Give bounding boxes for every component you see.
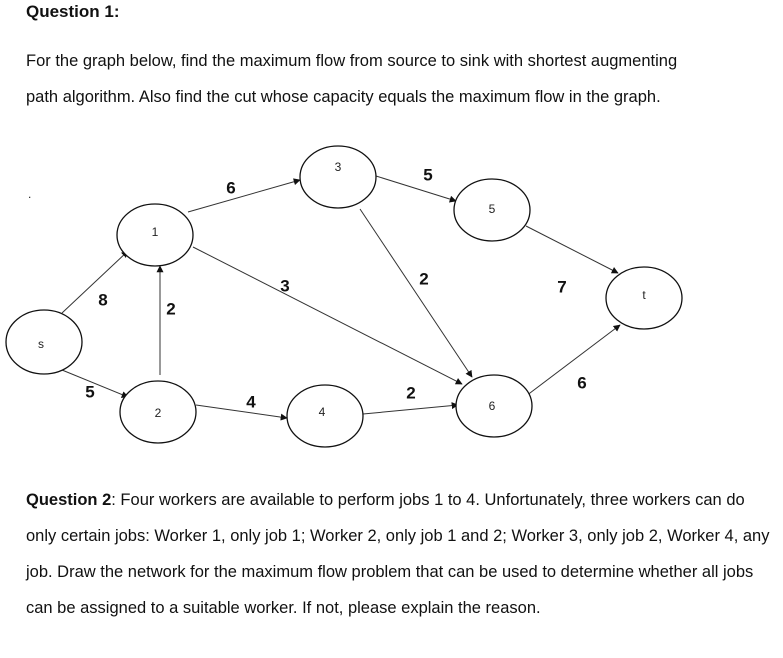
capacity-1-6: 3 <box>280 277 289 296</box>
edge-5-t <box>525 225 619 274</box>
edge-3-6 <box>359 208 473 378</box>
node-5-label: 5 <box>489 202 496 216</box>
stray-mark: . <box>28 187 31 201</box>
flow-network-diagram: . s 1 2 3 4 5 6 t 8 5 2 <box>5 145 683 448</box>
capacity-s-1: 8 <box>98 291 107 310</box>
node-t <box>605 266 683 330</box>
node-2-label: 2 <box>155 406 162 420</box>
question1-line1: For the graph below, find the maximum fl… <box>26 52 678 70</box>
capacity-3-6: 2 <box>419 270 428 289</box>
edge-1-3 <box>187 178 301 213</box>
node-6 <box>455 374 533 438</box>
node-3 <box>299 145 377 209</box>
node-6-label: 6 <box>489 399 496 413</box>
edge-6-t <box>525 324 621 397</box>
node-3-label: 3 <box>335 160 342 174</box>
capacity-2-4: 4 <box>246 393 256 412</box>
question1-heading: Question 1: <box>26 2 120 21</box>
capacity-4-6: 2 <box>406 384 415 403</box>
edge-s-2 <box>61 369 129 398</box>
node-s <box>5 309 83 375</box>
capacity-5-t: 7 <box>557 278 566 297</box>
capacity-2-1: 2 <box>166 300 175 319</box>
question1-line2: path algorithm. Also find the cut whose … <box>26 88 661 106</box>
node-1 <box>116 203 194 267</box>
capacity-s-2: 5 <box>85 383 94 402</box>
question2-body: : Four workers are available to perform … <box>26 491 770 617</box>
node-5 <box>453 178 531 242</box>
node-1-label: 1 <box>152 225 159 239</box>
edge-1-6 <box>192 246 463 385</box>
node-t-label: t <box>642 288 646 302</box>
edge-4-6 <box>362 402 459 415</box>
question2-text: Question 2: Four workers are available t… <box>26 482 778 626</box>
capacity-3-5: 5 <box>423 166 432 185</box>
question2-heading: Question 2 <box>26 491 112 509</box>
capacity-6-t: 6 <box>577 374 586 393</box>
edge-3-5 <box>375 175 457 203</box>
edge-2-4 <box>195 404 288 421</box>
node-4-label: 4 <box>319 405 326 419</box>
capacity-1-3: 6 <box>226 179 235 198</box>
node-s-label: s <box>38 337 44 351</box>
node-4 <box>286 384 364 448</box>
edge-s-1 <box>61 250 129 314</box>
node-2 <box>119 380 197 444</box>
question1-text: For the graph below, find the maximum fl… <box>26 43 776 115</box>
